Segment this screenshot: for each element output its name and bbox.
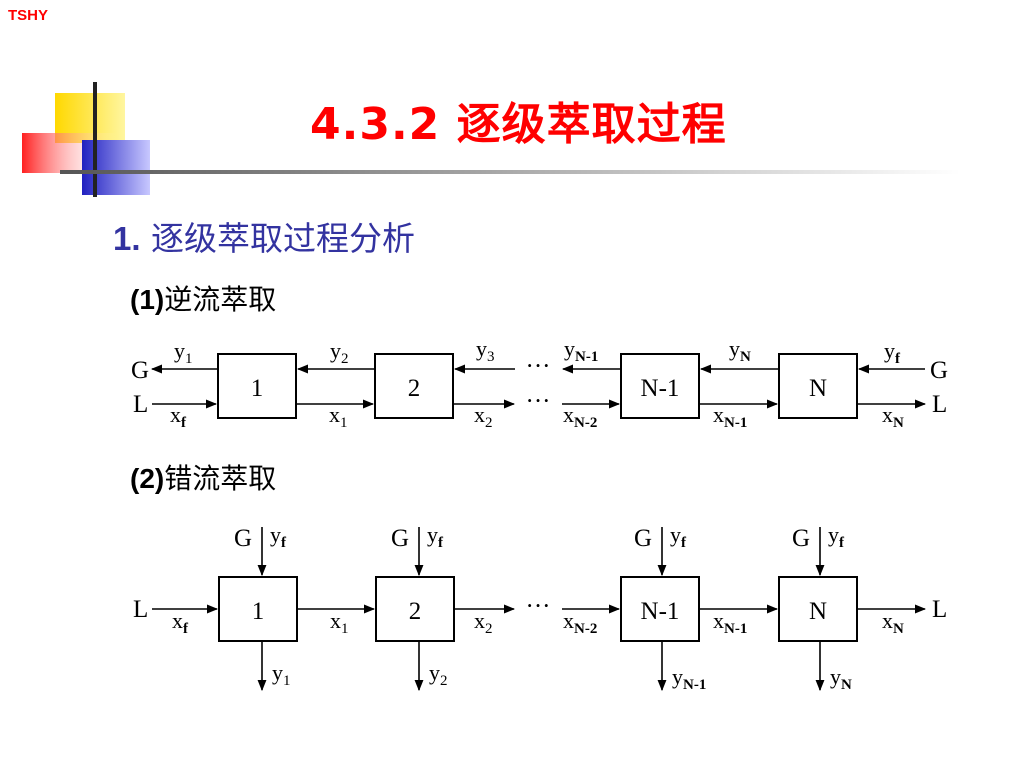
cc-dots-bottom: ··· [526, 388, 551, 415]
deco-vertical-line [93, 82, 97, 197]
xc-label-x1: x1 [330, 608, 349, 637]
counter-current-diagram: 1 2 N-1 N ··· ··· G L G L y1 y2 y3 yN-1 … [131, 336, 948, 431]
cc-label-xf: xf [170, 402, 187, 431]
cross-current-text: 错流萃取 [164, 462, 277, 495]
xc-label-yf-n: yf [828, 522, 845, 551]
counter-current-text: 逆流萃取 [164, 283, 277, 316]
section-heading-text: 逐级萃取过程分析 [140, 219, 416, 258]
cc-stage-n-box [778, 353, 858, 419]
cc-label-xn1: xN-1 [713, 402, 747, 431]
cc-label-l-left: L [133, 391, 148, 418]
xc-stage-1-label: 1 [252, 598, 265, 625]
xc-label-x2: x2 [474, 608, 493, 637]
xc-label-y1: y1 [272, 660, 291, 689]
cc-stage-2-label: 2 [408, 375, 421, 402]
xc-stage-n-box [778, 576, 858, 642]
section-heading-number: 1. [113, 220, 141, 257]
xc-label-y2: y2 [429, 660, 448, 689]
cc-dots-top: ··· [526, 353, 551, 380]
cc-stage-1-label: 1 [251, 375, 264, 402]
xc-label-g-2: G [391, 525, 409, 552]
xc-label-l-left: L [133, 596, 148, 623]
xc-stage-n1-label: N-1 [641, 598, 680, 625]
xc-label-l-right: L [932, 596, 947, 623]
xc-label-yf-1: yf [270, 522, 287, 551]
cc-label-y2: y2 [330, 338, 349, 367]
cross-current-number: (2) [130, 463, 165, 494]
xc-dots: ··· [526, 593, 551, 620]
cc-stage-n-label: N [809, 375, 827, 402]
cross-current-diagram: 1 2 N-1 N G yf G yf G yf G yf y1 y2 yN-1… [133, 522, 947, 693]
counter-current-label: (1)逆流萃取 [130, 278, 276, 318]
slide-title: 4.3.2 逐级萃取过程 [310, 99, 727, 150]
xc-stage-n1-box [620, 576, 700, 642]
deco-horizontal-line [60, 170, 960, 174]
xc-label-xn2: xN-2 [563, 608, 597, 637]
cc-label-g-left: G [131, 357, 149, 384]
cc-label-g-right: G [930, 357, 948, 384]
cc-label-l-right: L [932, 391, 947, 418]
cc-label-x2: x2 [474, 402, 493, 431]
xc-label-xn1: xN-1 [713, 608, 747, 637]
cc-stage-n1-label: N-1 [641, 375, 680, 402]
xc-stage-n-label: N [809, 598, 827, 625]
xc-label-yn1: yN-1 [672, 664, 706, 693]
cc-label-yf: yf [884, 338, 901, 367]
xc-label-g-n: G [792, 525, 810, 552]
cc-label-xn2: xN-2 [563, 402, 597, 431]
cc-label-x1: x1 [329, 402, 348, 431]
xc-label-g-n1: G [634, 525, 652, 552]
cc-label-y3: y3 [476, 336, 495, 365]
xc-label-yn: yN [830, 664, 852, 693]
section-heading: 1. 逐级萃取过程分析 [113, 212, 415, 260]
cc-label-y1: y1 [174, 338, 193, 367]
xc-stage-1-box [218, 576, 298, 642]
cc-stage-1-box [217, 353, 297, 419]
xc-label-xn: xN [882, 608, 904, 637]
cc-stage-n1-box [620, 353, 700, 419]
xc-label-yf-2: yf [427, 522, 444, 551]
xc-label-g-1: G [234, 525, 252, 552]
cross-current-label: (2)错流萃取 [130, 457, 276, 497]
counter-current-number: (1) [130, 284, 165, 315]
cc-label-yn1: yN-1 [564, 336, 598, 365]
decorative-header-graphic [22, 82, 960, 197]
xc-stage-2-box [375, 576, 455, 642]
xc-stage-2-label: 2 [409, 598, 422, 625]
xc-label-yf-n1: yf [670, 522, 687, 551]
xc-label-xf: xf [172, 608, 189, 637]
cc-label-xn: xN [882, 402, 904, 431]
brand-logo: TSHY [8, 7, 49, 24]
cc-stage-2-box [374, 353, 454, 419]
cc-label-yn: yN [729, 336, 751, 365]
